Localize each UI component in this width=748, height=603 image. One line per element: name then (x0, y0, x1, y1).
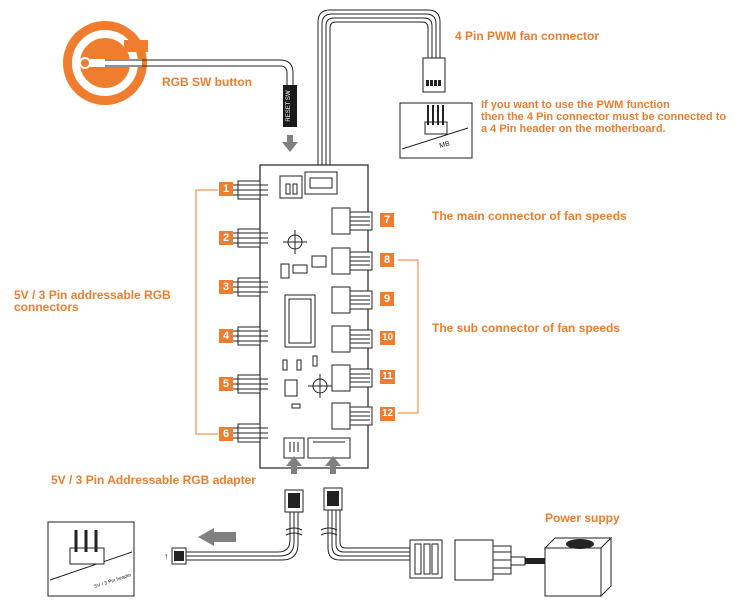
fan-connector-7 (331, 207, 373, 235)
fan-connector-8 (331, 247, 373, 275)
up-arrow-right (325, 456, 341, 474)
rgb-header-5 (232, 374, 268, 394)
label-rgb-connectors-1: 5V / 3 Pin addressable RGB (14, 288, 171, 302)
label-rgb-adapter: 5V / 3 Pin Addressable RGB adapter (51, 473, 256, 487)
power-logo-icon (63, 21, 148, 105)
label-pwm-connector: 4 Pin PWM fan connector (455, 29, 600, 43)
argb-end-plug: ↑ (164, 547, 187, 565)
fan-connectors (331, 207, 373, 430)
badge-rgb-port: 4 (219, 329, 233, 343)
label-pwm-note-2: then the 4 Pin connector must be connect… (481, 111, 727, 123)
power-cable (327, 510, 410, 561)
badge-rgb-port: 5 (219, 377, 233, 391)
mb-header-inset: MB (399, 102, 473, 159)
rgb-header-2 (232, 228, 268, 248)
badge-fan-port: 9 (380, 292, 394, 306)
rgb-header-4 (232, 326, 268, 346)
badge-rgb-port: 1 (219, 182, 233, 196)
argb-adapter-cable (186, 512, 299, 561)
argb-adapter-plug (284, 489, 304, 513)
reset-sw-plug (283, 85, 297, 127)
pwm-cable (317, 9, 441, 165)
badge-rgb-port: 2 (219, 231, 233, 245)
left-arrow (198, 528, 236, 546)
label-main-connector: The main connector of fan speeds (432, 209, 627, 223)
fan-connector-9 (331, 286, 373, 314)
label-power-supply: Power suppy (545, 511, 620, 525)
molex-connector-icon (454, 539, 512, 581)
mb-text: MB (439, 140, 451, 150)
badge-rgb-port: 3 (219, 280, 233, 294)
argb-arrow-mark: ↑ (164, 551, 169, 561)
bracket-left (195, 189, 218, 435)
fan-connector-12 (331, 402, 373, 430)
down-arrow-sw (282, 135, 298, 152)
label-rgb-connectors-2: connectors (14, 300, 79, 314)
badge-fan-port: 12 (380, 407, 395, 421)
rgb-sw-cable (105, 59, 294, 85)
psu-cable (510, 556, 545, 566)
badge-rgb-port: 6 (219, 427, 233, 441)
pwm-plug-icon (422, 57, 446, 93)
reset-sw-text: RESET SW (286, 90, 292, 122)
fan-connector-11 (331, 364, 373, 392)
rgb-header-1 (232, 180, 268, 200)
argb-header-inset: 5V / 3 Pin header (47, 521, 135, 597)
fan-connector-10 (331, 325, 373, 353)
badge-fan-port: 8 (380, 253, 394, 267)
badge-fan-port: 10 (380, 331, 395, 345)
label-pwm-note-1: If you want to use the PWM function (481, 99, 670, 111)
up-arrow-left (286, 456, 302, 474)
power-supply-icon (543, 536, 613, 598)
label-sub-connector: The sub connector of fan speeds (432, 321, 621, 335)
power-adapter-plug (323, 487, 343, 511)
bracket-right (398, 259, 419, 414)
rgb-pin-headers (232, 180, 268, 443)
label-pwm-note-3: a 4 Pin header on the motherboard. (481, 123, 666, 135)
rgb-header-3 (232, 277, 268, 297)
rgb-header-6 (232, 423, 268, 443)
badge-fan-port: 11 (380, 370, 395, 384)
badge-fan-port: 7 (380, 213, 394, 227)
sata-connector-icon (409, 539, 443, 579)
label-rgb-sw-button: RGB SW button (162, 75, 252, 89)
